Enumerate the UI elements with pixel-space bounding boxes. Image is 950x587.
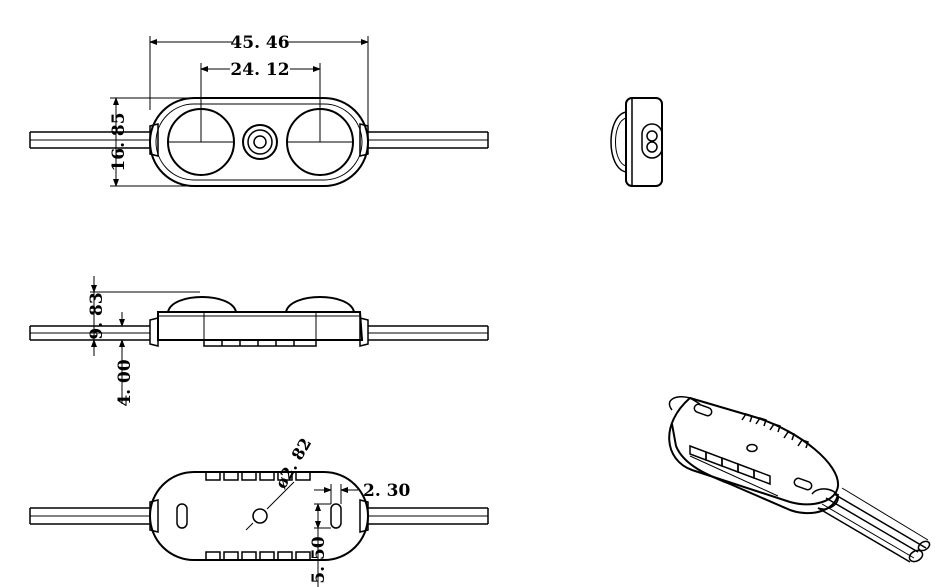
iso-cables bbox=[817, 487, 931, 563]
iso-top-ribs bbox=[741, 413, 809, 449]
iso-body-side bbox=[671, 423, 839, 515]
bottom-view: ø2. 82 2. 30 5. 50 bbox=[29, 435, 489, 587]
top-view: 45. 46 24. 12 16. 85 bbox=[29, 33, 489, 187]
dim-lens-spacing: 24. 12 bbox=[200, 60, 321, 142]
top-view-body-inner bbox=[155, 103, 363, 181]
slot-length-label: 5. 50 bbox=[309, 536, 329, 583]
bottom-view-left-slot bbox=[176, 503, 188, 529]
slot-width-label: 2. 30 bbox=[363, 481, 410, 501]
bottom-view-bottom-ribs bbox=[205, 551, 311, 561]
front-view-left-dome bbox=[167, 296, 237, 313]
top-view-left-cable bbox=[29, 131, 150, 149]
side-view bbox=[610, 97, 663, 187]
dim-overall-length: 45. 46 bbox=[149, 33, 369, 126]
bottom-view-left-cable bbox=[29, 507, 150, 525]
dim-body-height: 16. 85 bbox=[109, 97, 192, 187]
side-view-lens-dome bbox=[610, 111, 627, 173]
front-view-right-cable bbox=[368, 325, 489, 341]
side-view-cable-outlet bbox=[641, 123, 663, 159]
top-view-body-outline bbox=[149, 97, 369, 187]
isometric-view bbox=[668, 396, 931, 563]
iso-strain-relief bbox=[811, 488, 839, 510]
bottom-view-body bbox=[149, 471, 369, 561]
top-view-right-cable bbox=[368, 131, 489, 149]
bottom-view-right-slot bbox=[330, 503, 342, 529]
dim-total-height: 9. 83 bbox=[87, 276, 200, 356]
top-view-center-boss bbox=[242, 124, 278, 160]
dim-slot-length: 5. 50 bbox=[309, 503, 331, 587]
front-view-body bbox=[157, 311, 364, 341]
dim-hole-diameter: ø2. 82 bbox=[245, 435, 315, 531]
overall-length-label: 45. 46 bbox=[230, 33, 289, 53]
bottom-view-center-hole bbox=[252, 508, 268, 524]
total-height-label: 9. 83 bbox=[87, 292, 107, 339]
lens-spacing-label: 24. 12 bbox=[230, 60, 289, 80]
front-view: 9. 83 4. 00 bbox=[29, 276, 489, 407]
bottom-view-right-cable bbox=[368, 507, 489, 525]
body-height-label: 16. 85 bbox=[109, 112, 129, 171]
front-view-right-dome bbox=[285, 296, 355, 313]
dim-base-height: 4. 00 bbox=[115, 312, 150, 407]
dim-slot-width: 2. 30 bbox=[314, 481, 410, 504]
iso-side-ribs bbox=[689, 444, 771, 486]
base-height-label: 4. 00 bbox=[115, 359, 135, 406]
front-view-ribs bbox=[203, 340, 317, 347]
bottom-view-top-ribs bbox=[205, 471, 311, 481]
